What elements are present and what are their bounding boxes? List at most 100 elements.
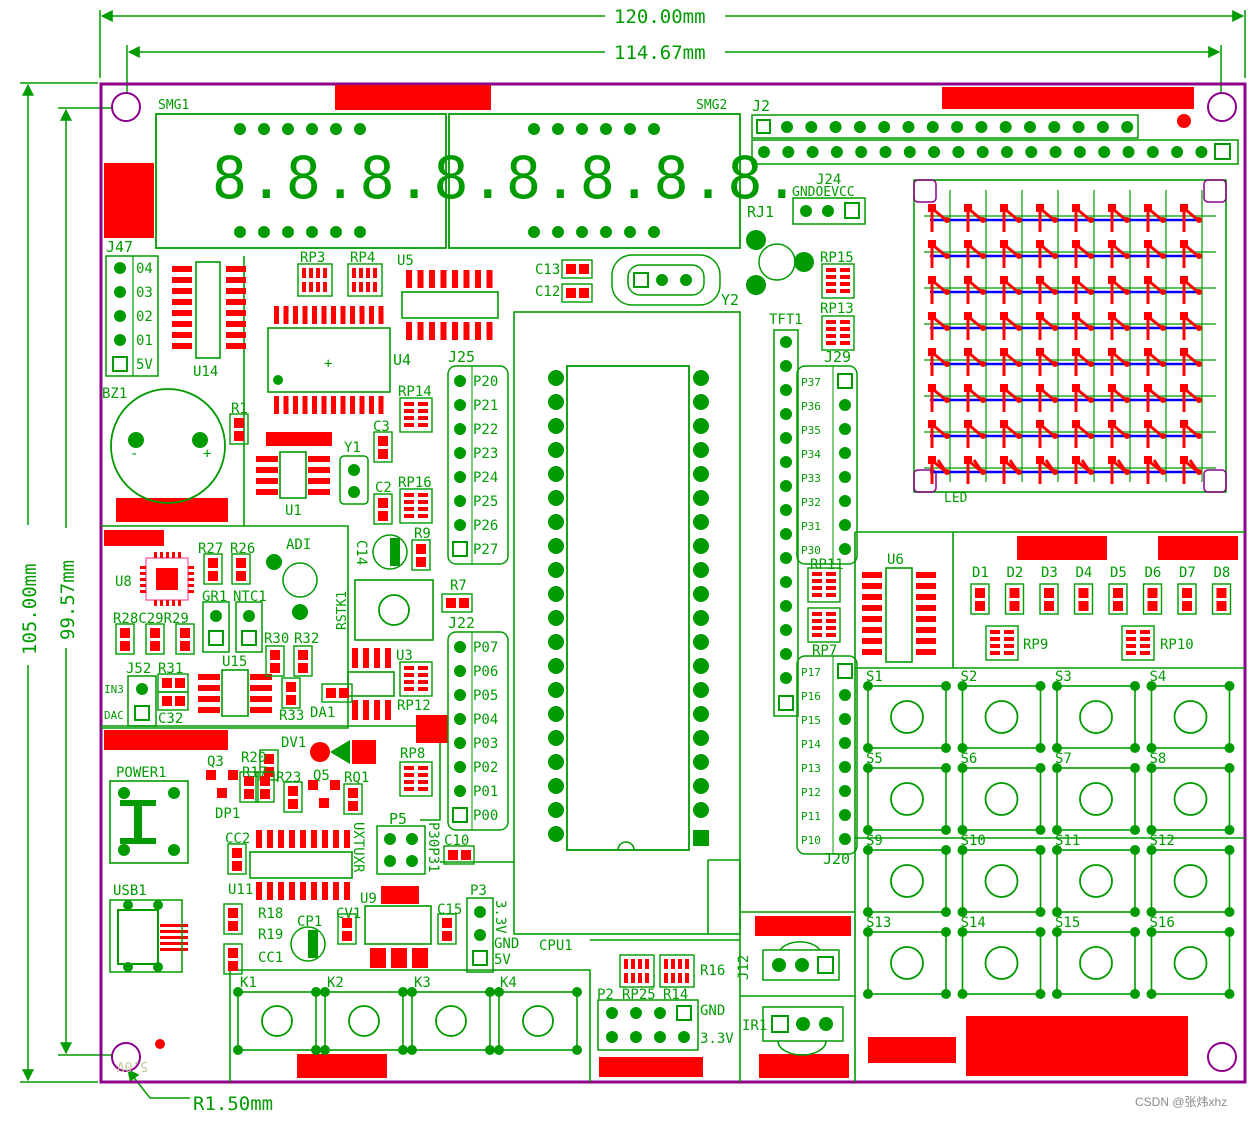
pin-pad: [781, 121, 793, 133]
pin-pad: [830, 146, 843, 158]
labels-rp8: RP8: [400, 746, 425, 762]
pin-pad: [454, 665, 466, 677]
labels-p3-pins-0: 3.3V: [492, 900, 508, 934]
switch-label: S3: [1055, 669, 1072, 685]
switch-label: S4: [1150, 669, 1167, 685]
pin-pad: [548, 442, 564, 458]
pin-pad: [454, 471, 466, 483]
pin-pad: [780, 360, 792, 372]
labels-c14: C14: [353, 540, 369, 565]
pin-pad: [306, 226, 318, 238]
labels-adi: ADI: [286, 537, 311, 553]
labels-rp7: RP7: [812, 643, 837, 659]
diode-label: D4: [1076, 565, 1093, 581]
pin-pad: [780, 408, 792, 420]
labels-p2: P2: [597, 987, 614, 1003]
pin-pad: [693, 490, 709, 506]
diode-label: D8: [1214, 565, 1231, 581]
j2-header: [751, 114, 1239, 165]
diode-label: D1: [972, 565, 989, 581]
pin-pad: [1024, 121, 1036, 133]
pin-pad: [548, 634, 564, 650]
pin-pad: [693, 730, 709, 746]
header-pin-label: P11: [801, 810, 821, 823]
pin-pad: [454, 641, 466, 653]
pin-pad: [839, 761, 851, 773]
pin-pad: [839, 713, 851, 725]
tactile-switch: [1056, 849, 1136, 913]
labels-rp12: RP12: [397, 698, 431, 714]
board-outline: [99, 82, 1247, 1084]
pin1-pad: [1214, 143, 1231, 160]
pin-pad: [782, 146, 795, 158]
labels-j47: J47: [106, 238, 133, 256]
labels-r7: R7: [450, 578, 467, 594]
header-pin-label: P31: [801, 520, 821, 533]
diode-label: D5: [1110, 565, 1127, 581]
misc-connectors: [109, 455, 844, 1056]
diode-label: D6: [1145, 565, 1162, 581]
pin-pad: [454, 375, 466, 387]
pin-pad: [1025, 146, 1038, 158]
pin-pad: [548, 538, 564, 554]
switch-label: S7: [1055, 751, 1072, 767]
pin-pad: [548, 730, 564, 746]
tactile-switch: [867, 685, 947, 749]
svg-text:+: +: [203, 446, 211, 462]
mounting-holes: [111, 92, 1237, 1072]
pin-pad: [454, 761, 466, 773]
j47-pin-label: 5V: [136, 357, 153, 373]
labels-c3: C3: [373, 419, 390, 435]
header-pin-label: P25: [473, 494, 498, 510]
smg2-digits: 8.8.8.8.: [506, 144, 801, 212]
labels-rp25: RP25: [622, 987, 656, 1003]
labels-tft1: TFT1: [769, 312, 803, 328]
pin-pad: [693, 778, 709, 794]
switch-label: S11: [1055, 833, 1080, 849]
header-pin-label: P06: [473, 664, 498, 680]
pin-pad: [780, 504, 792, 516]
pin-pad: [306, 123, 318, 135]
labels-rstk1: RSTK1: [335, 591, 350, 630]
labels-u11: U11: [228, 882, 253, 898]
labels-rj1: RJ1: [747, 203, 774, 221]
pin-pad: [693, 562, 709, 578]
labels-rp10: RP10: [1160, 637, 1194, 653]
tactile-switch: [1150, 767, 1231, 831]
pin-pad: [548, 658, 564, 674]
pin-pad: [839, 519, 851, 531]
pin-pad: [114, 334, 126, 346]
labels-u4: U4: [393, 351, 411, 369]
pin-pad: [1049, 146, 1062, 158]
pin-pad: [548, 610, 564, 626]
pin-pad: [548, 370, 564, 386]
pin-pad: [780, 648, 792, 660]
labels-j24: J24: [816, 172, 841, 188]
header-pin-label: P05: [473, 688, 498, 704]
dim-inner-height-label: 99.57mm: [57, 560, 79, 640]
labels-u1: U1: [285, 503, 302, 519]
pin-pad: [1073, 146, 1086, 158]
switch-label: S6: [961, 751, 978, 767]
dim-width-label: 120.00mm: [614, 6, 706, 28]
switch-label: S8: [1150, 751, 1167, 767]
dim-inner-width-label: 114.67mm: [614, 42, 706, 64]
pin-pad: [454, 689, 466, 701]
header-pin-label: P22: [473, 422, 498, 438]
section-dividers: [101, 256, 1245, 1082]
labels-r1: R1: [231, 401, 248, 417]
labels-p5: P5: [389, 810, 407, 828]
tactile-switch: [961, 849, 1042, 913]
dim-radius-label: R1.50mm: [193, 1093, 273, 1115]
pin-pad: [839, 809, 851, 821]
pin-pad: [879, 146, 892, 158]
k-switch: [411, 991, 491, 1051]
pin-pad: [902, 121, 915, 133]
labels-da1: DA1: [310, 705, 335, 721]
labels-p3-pins-1: GND: [494, 936, 519, 952]
pin-pad: [693, 634, 709, 650]
diode-label: D2: [1007, 565, 1024, 581]
pin-pad: [282, 123, 294, 135]
